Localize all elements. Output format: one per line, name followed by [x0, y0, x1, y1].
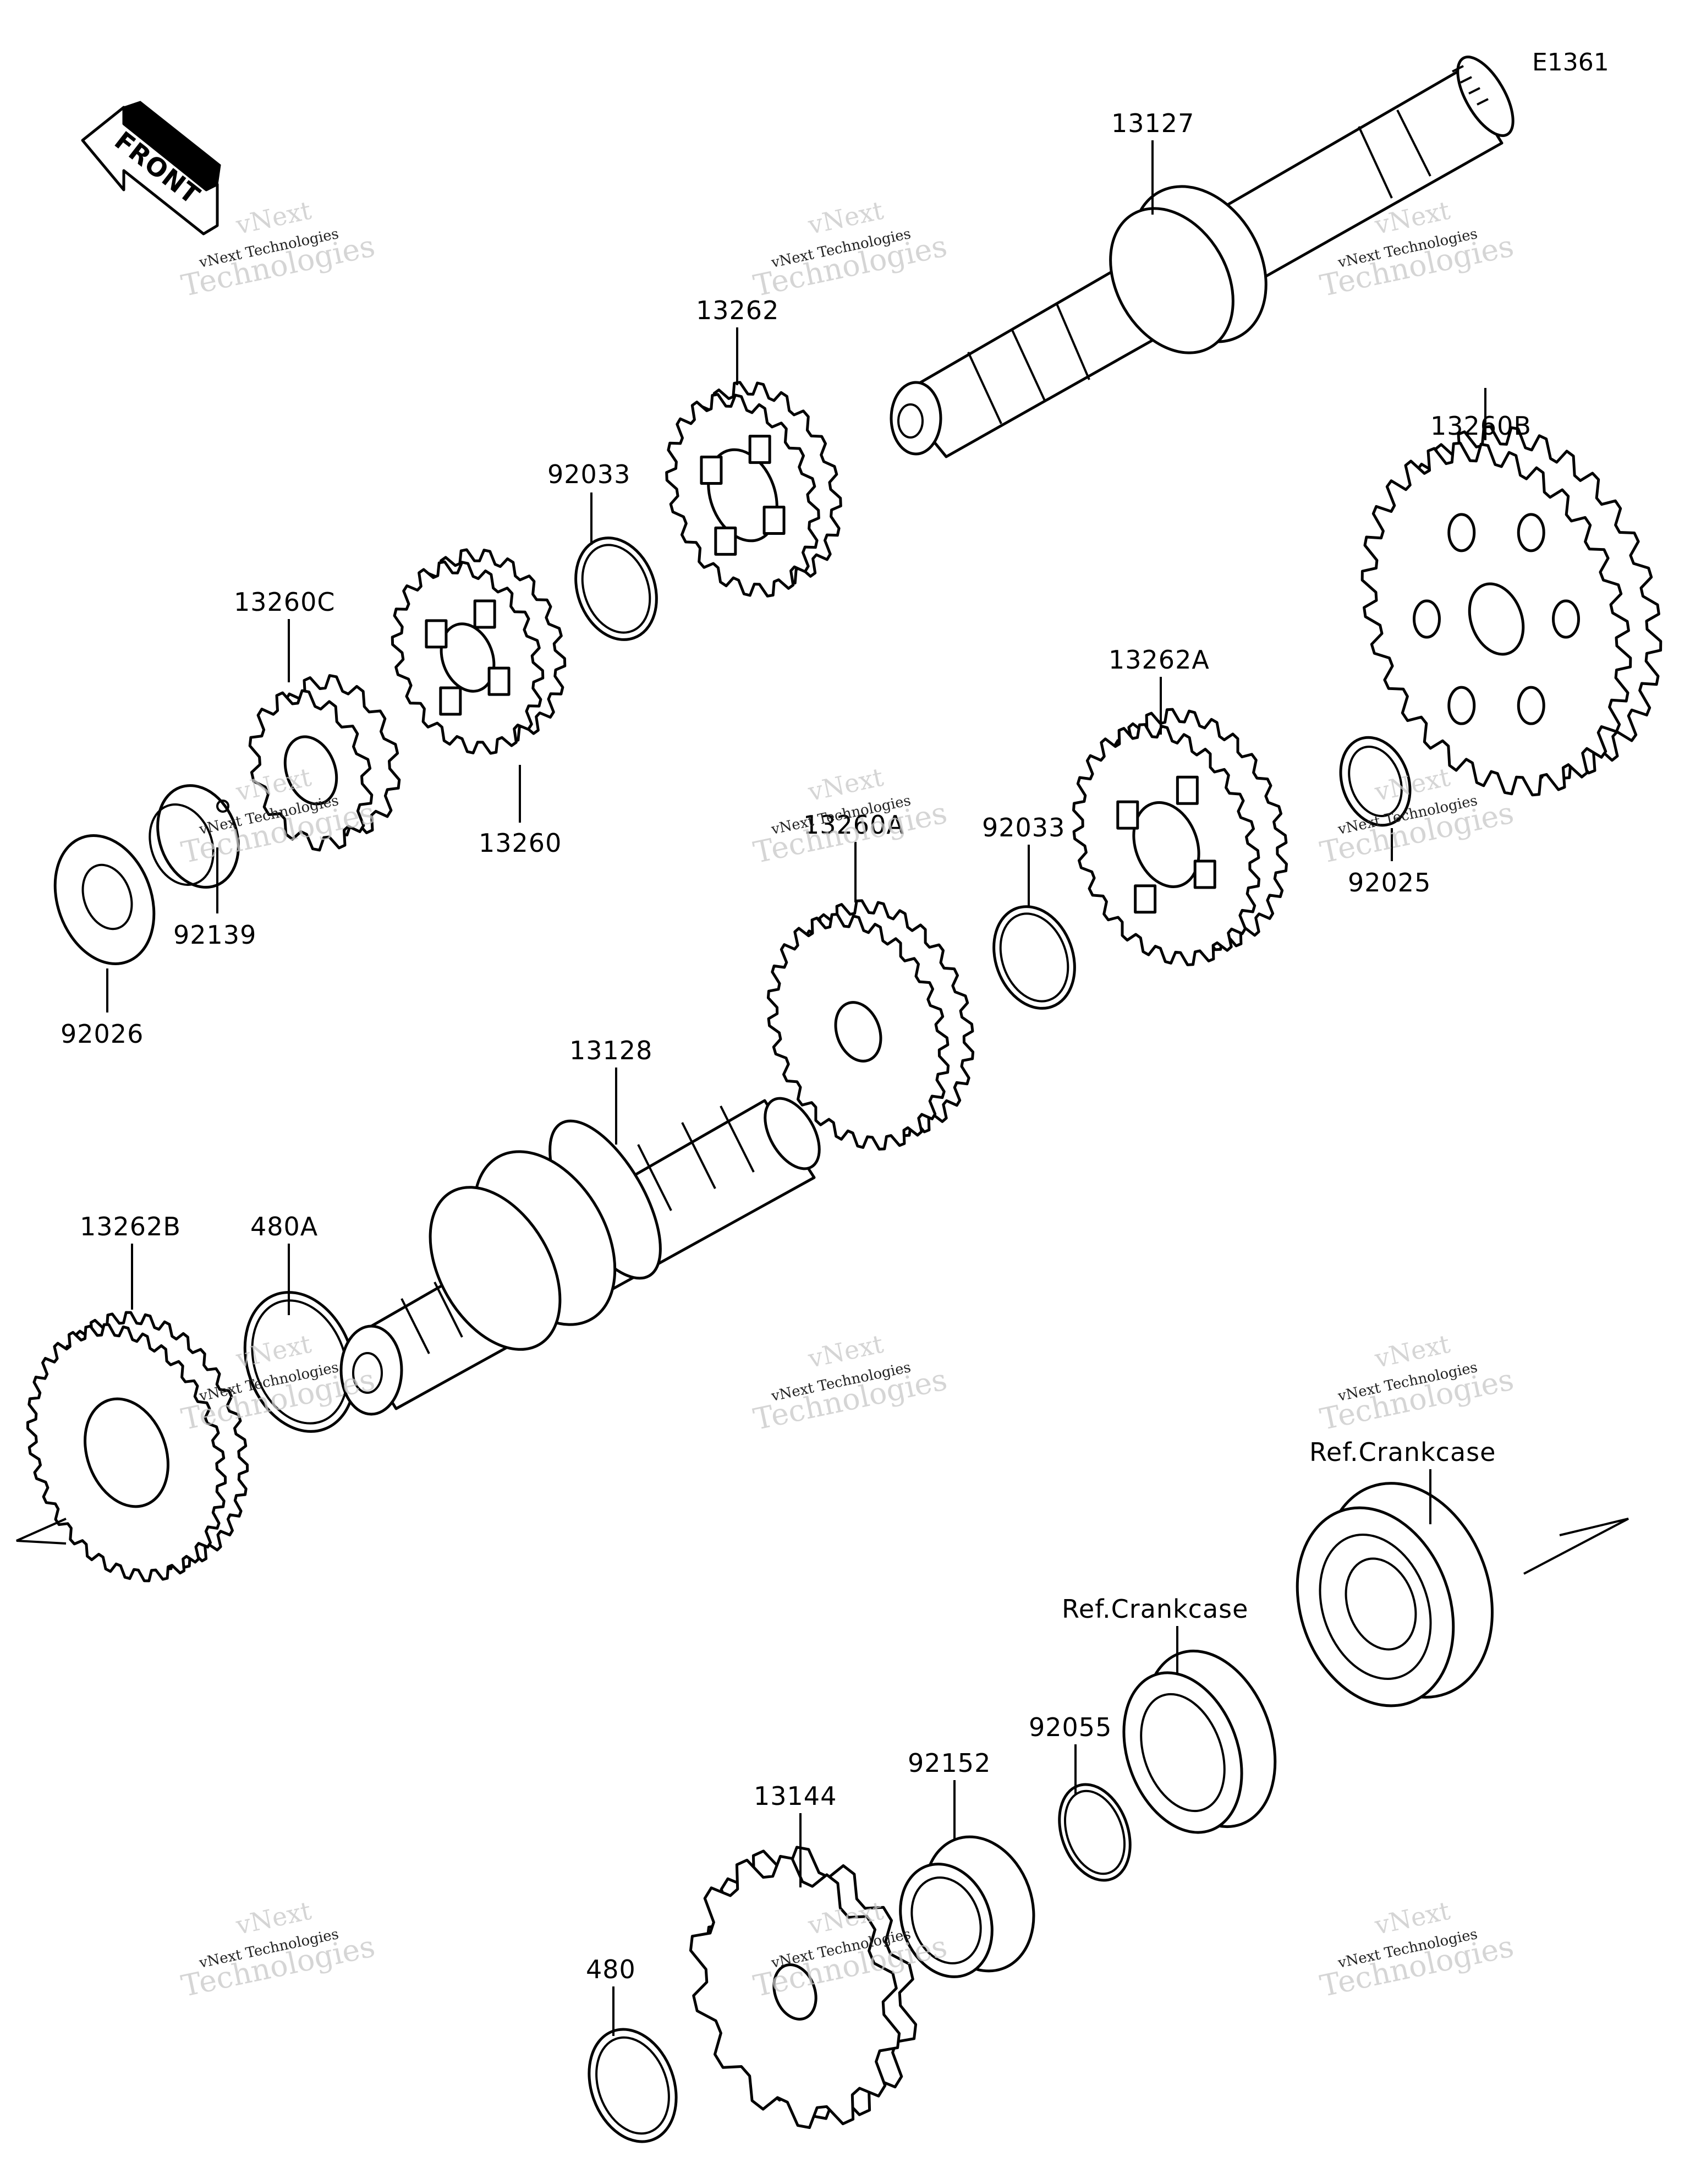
- label-92152: 92152: [908, 1748, 991, 1778]
- gear-13260C: [248, 674, 401, 852]
- bearing-ref-crankcase: [1296, 1482, 1629, 1707]
- sprocket-13144: [689, 1846, 918, 2129]
- label-13128: 13128: [569, 1036, 652, 1065]
- label-92026: 92026: [61, 1019, 144, 1049]
- label-ref-crankcase-1: Ref.Crankcase: [1309, 1437, 1496, 1467]
- lightening-hole: [1413, 599, 1441, 639]
- label-ref-crankcase-2: Ref.Crankcase: [1062, 1594, 1248, 1624]
- label-92033-mid: 92033: [982, 813, 1065, 842]
- engagement-dog: [1193, 860, 1216, 889]
- circlip-92033-top: [574, 537, 658, 641]
- engagement-dog: [762, 506, 786, 535]
- sprocket-13144-bore: [772, 1963, 817, 2021]
- label-480A: 480A: [250, 1212, 318, 1241]
- label-13260C: 13260C: [234, 587, 335, 617]
- engagement-dog: [1134, 884, 1157, 914]
- engagement-dog: [487, 666, 511, 696]
- label-92025: 92025: [1348, 868, 1431, 897]
- label-13144: 13144: [754, 1781, 837, 1811]
- gear-13262B: [26, 1311, 249, 1583]
- label-92033-top: 92033: [547, 459, 630, 489]
- drive-shaft-13128: [16, 1097, 821, 1545]
- lightening-hole: [1517, 513, 1545, 552]
- engagement-dog: [1116, 800, 1139, 830]
- engagement-dog: [700, 455, 723, 485]
- engagement-dog: [473, 599, 496, 629]
- label-92055: 92055: [1029, 1712, 1112, 1742]
- gear-13260C-bore: [283, 735, 338, 806]
- circlip-92033-mid: [992, 905, 1076, 1010]
- engagement-dog: [714, 526, 737, 556]
- lightening-hole: [1552, 599, 1580, 639]
- diagram-code: E1361: [1532, 48, 1609, 76]
- label-13262A: 13262A: [1109, 645, 1210, 675]
- gear-13262B-bore: [84, 1397, 169, 1508]
- gear-13262A-bore: [1132, 801, 1200, 888]
- collar-92152: [899, 1835, 1035, 1978]
- lightening-hole: [1517, 686, 1545, 725]
- engagement-dog: [748, 435, 771, 464]
- washer-92026: [53, 834, 156, 965]
- label-13262B: 13262B: [80, 1212, 181, 1241]
- gear-13260A: [766, 899, 975, 1151]
- engagement-dog: [1176, 775, 1199, 805]
- engagement-dog: [425, 619, 448, 649]
- gear-13260B: [1360, 425, 1662, 797]
- washer-92025: [1339, 736, 1412, 827]
- main-shaft-13127: [890, 56, 1515, 458]
- label-13260: 13260: [479, 828, 562, 858]
- label-13127: 13127: [1111, 108, 1194, 138]
- circlip-480: [588, 2028, 678, 2143]
- lightening-hole: [1447, 513, 1476, 552]
- gear-13260B-bore: [1468, 582, 1525, 656]
- gear-13262: [665, 381, 842, 598]
- label-13262: 13262: [696, 295, 779, 325]
- label-13260B: 13260B: [1430, 411, 1532, 441]
- front-arrow-icon: FRONT: [81, 101, 221, 236]
- label-13260A: 13260A: [803, 810, 904, 840]
- lightening-hole: [1447, 686, 1476, 725]
- o-ring-92055: [1058, 1783, 1132, 1882]
- label-480: 480: [586, 1955, 636, 1984]
- part-labels: 13127 13262 92033 13260C 13260 92139 920…: [61, 108, 1532, 1984]
- gear-13262A: [1072, 708, 1288, 966]
- gear-13262-bore: [707, 448, 778, 543]
- gear-13260: [391, 548, 567, 755]
- engagement-dog: [439, 686, 462, 716]
- leader-lines: [106, 140, 1486, 2036]
- label-92139: 92139: [173, 920, 256, 950]
- gear-13260-bore: [440, 622, 496, 693]
- oil-seal-ref-crankcase: [1122, 1649, 1277, 1834]
- gear-13260A-bore: [834, 1001, 882, 1063]
